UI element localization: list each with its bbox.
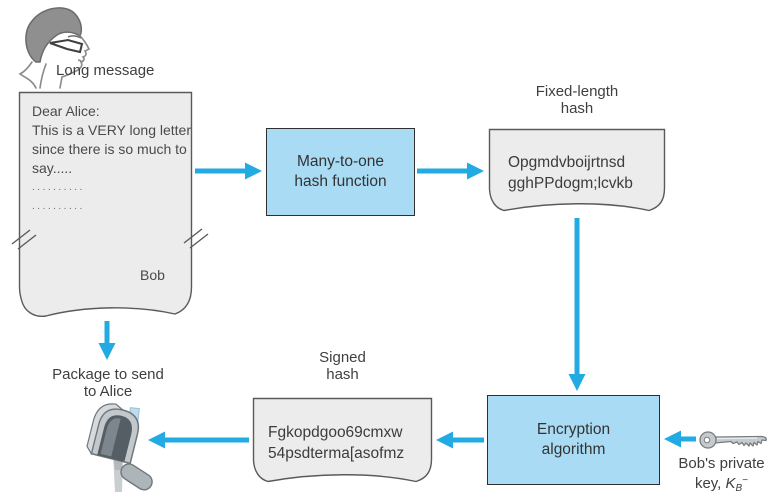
fixed-length-hash-label: Fixed-length hash <box>535 83 619 117</box>
package-to-send-label: Package to send to Alice <box>52 366 164 400</box>
letter-signature: Bob <box>140 267 165 283</box>
hash-function-box-label: Many-to-one <box>296 153 384 170</box>
fixed-hash-document: Opgmdvboijrtnsd gghPPdogm;lcvkb <box>488 128 666 216</box>
hash-function-box-label: hash function <box>294 173 387 190</box>
key-symbol: K <box>725 475 736 492</box>
encryption-box: Encryption algorithm <box>487 395 660 485</box>
letter-paper-shape <box>11 91 209 318</box>
hash-function-box: Many-to-one hash function <box>266 128 415 216</box>
letter-ellipsis-row: .......... <box>32 182 85 193</box>
letter-line: say..... <box>32 160 73 176</box>
private-key-icon <box>699 431 767 449</box>
letter-line: This is a VERY long letter <box>32 122 192 138</box>
fixed-hash-text: gghPPdogm;lcvkb <box>508 175 633 192</box>
signed-hash-label: Signed hash <box>319 349 366 383</box>
bobs-private-key-label: Bob's private key, KB− <box>678 455 765 494</box>
encryption-box-label: algorithm <box>541 441 606 458</box>
letter-document: Dear Alice: This is a VERY long letter s… <box>11 91 209 318</box>
signed-hash-text: 54psdterma[asofmz <box>268 445 405 462</box>
signed-hash-paper-shape <box>252 397 433 483</box>
signed-hash-text: Fgkopdgoo69cmxw <box>268 424 403 441</box>
fixed-hash-paper-shape <box>488 128 666 212</box>
letter-ellipsis-row: .......... <box>32 201 85 212</box>
mailbox-icon <box>86 403 153 492</box>
encryption-box-label: Encryption <box>536 421 611 438</box>
letter-line: since there is so much to <box>32 141 187 157</box>
fixed-hash-text: Opgmdvboijrtnsd <box>508 154 626 171</box>
signed-hash-document: Fgkopdgoo69cmxw 54psdterma[asofmz <box>252 397 433 487</box>
bob-portrait-icon <box>18 7 91 89</box>
letter-line: Dear Alice: <box>32 103 100 119</box>
long-message-label: Long message <box>56 62 155 79</box>
